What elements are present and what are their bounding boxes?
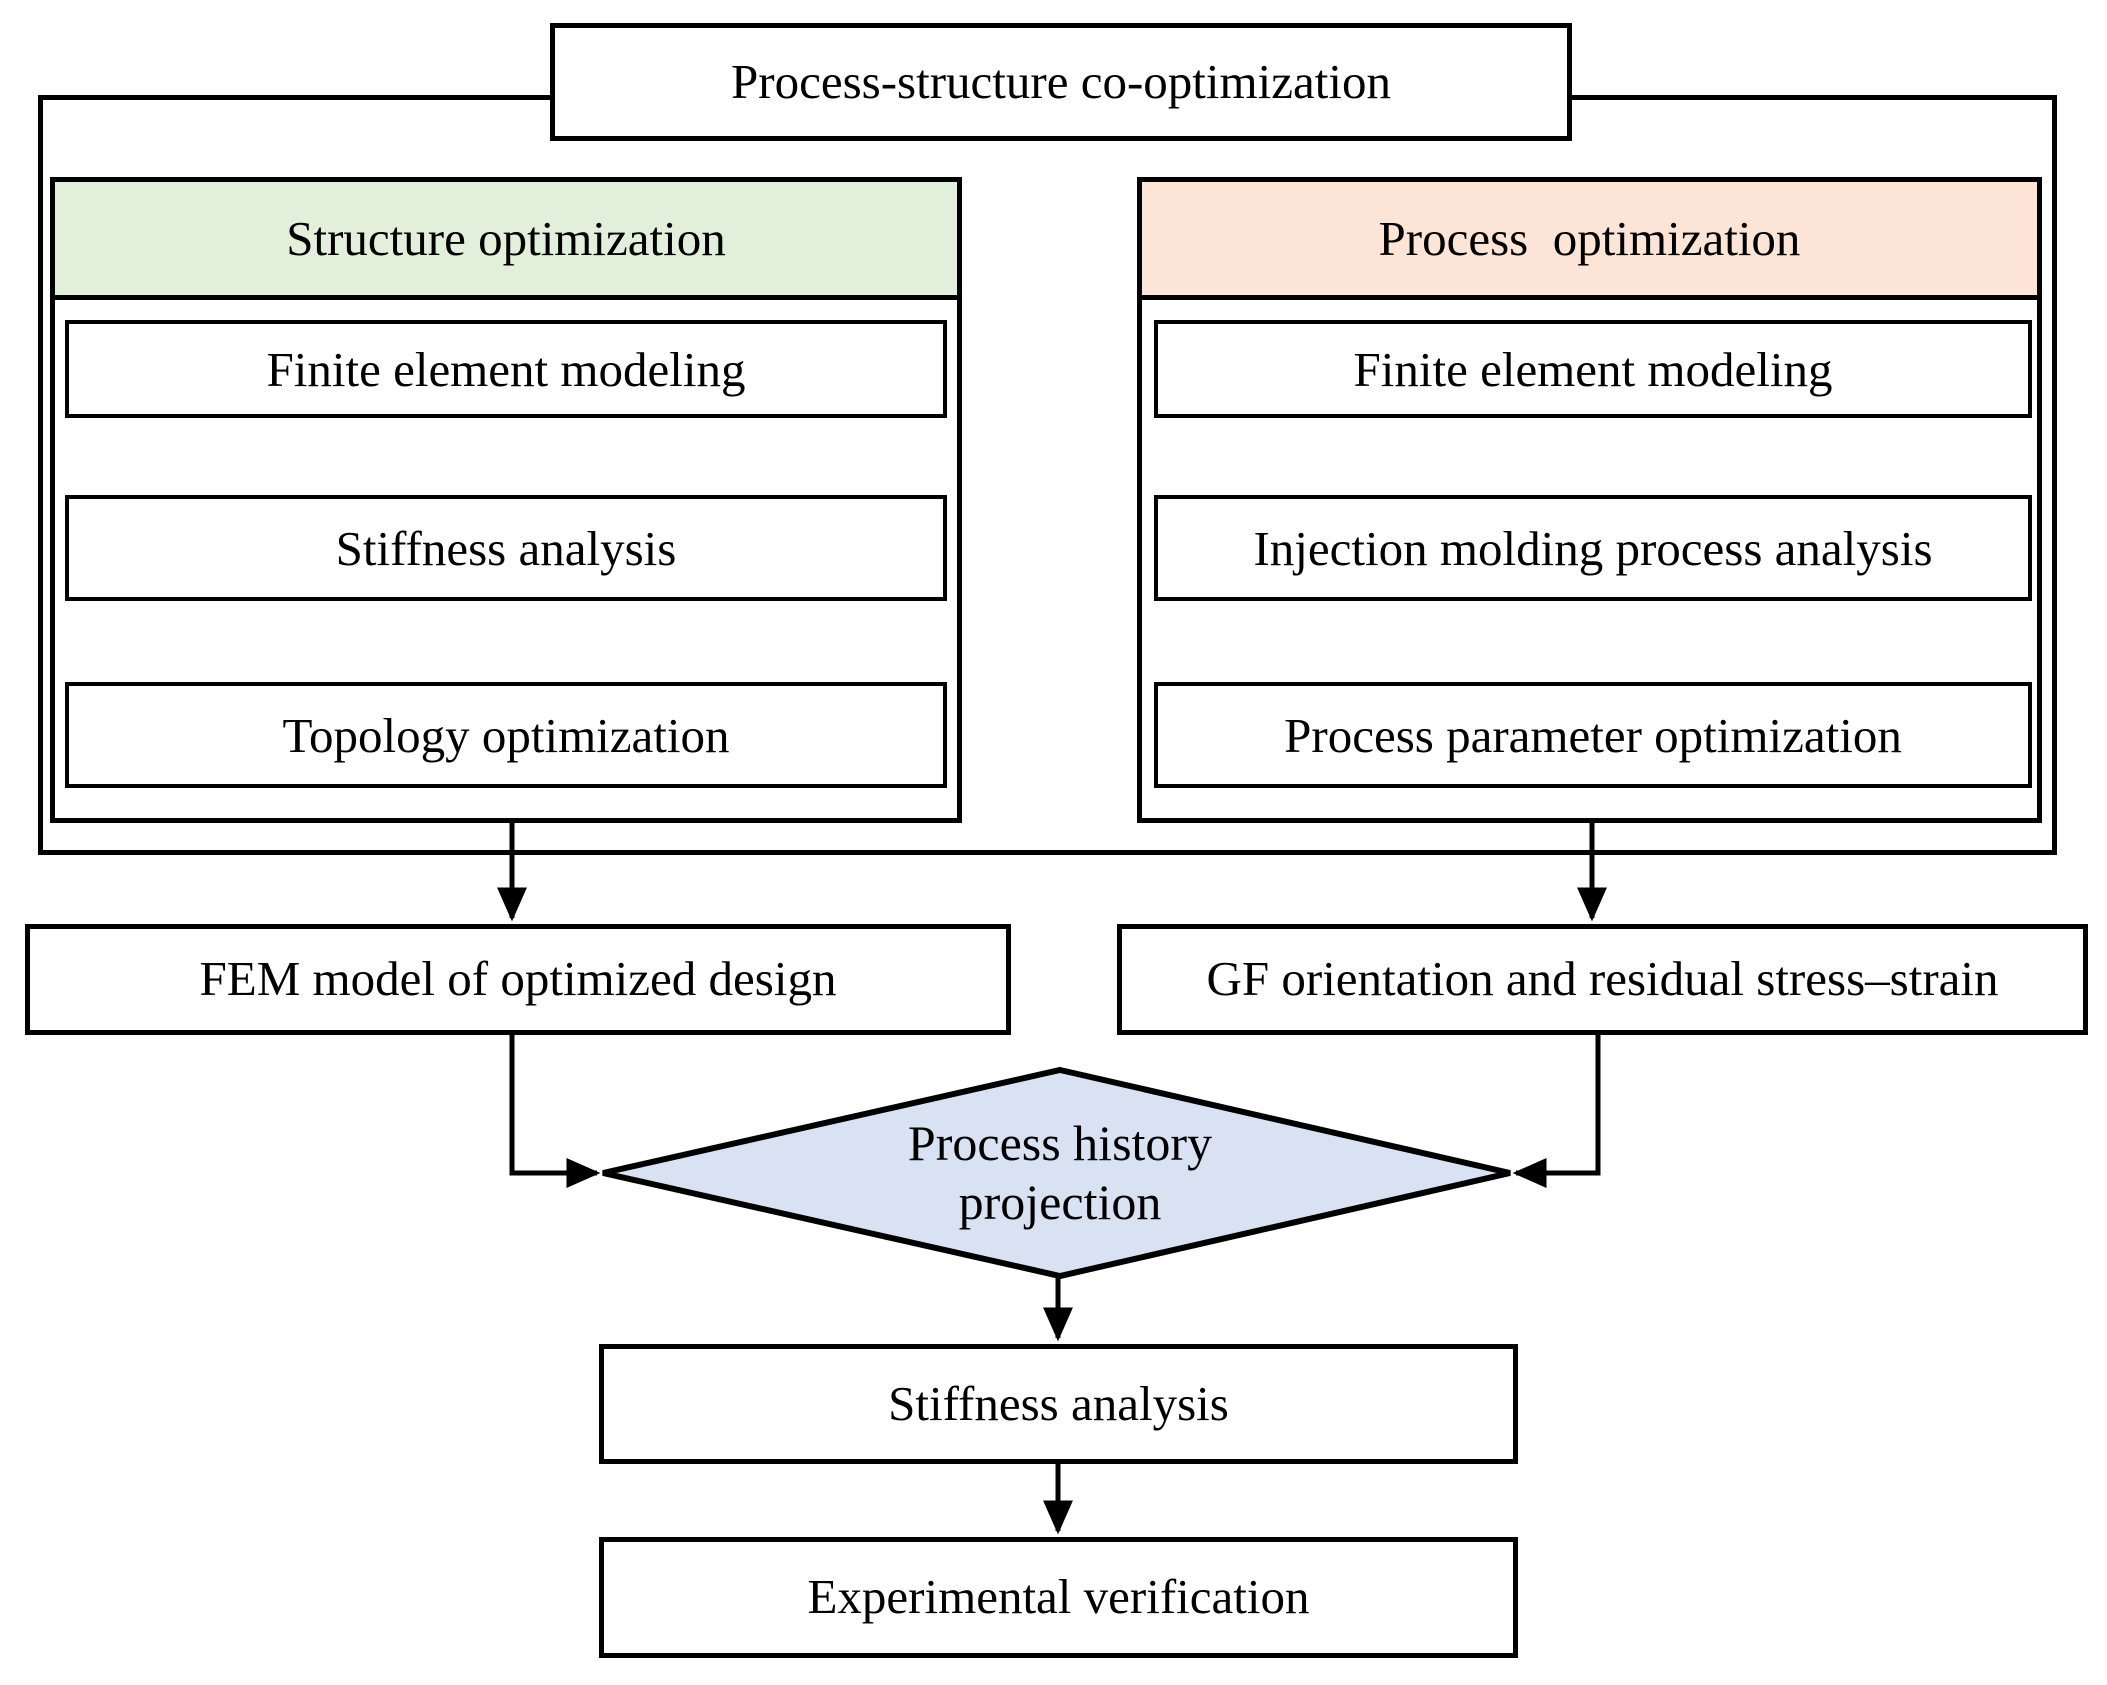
elbow-arrow-gf-result-to-decision — [1512, 1035, 1601, 1188]
process-step-parameter-optimization: Process parameter optimization — [1154, 682, 2032, 788]
gf-orientation-result-box: GF orientation and residual stress–strai… — [1117, 924, 2088, 1035]
process-optimization-panel: Process optimization Finite element mode… — [1137, 177, 2042, 823]
process-panel-header: Process optimization — [1142, 182, 2037, 300]
structure-step-finite-element-modeling: Finite element modeling — [65, 320, 947, 418]
decision-diamond-shape — [602, 1066, 1511, 1280]
process-step-finite-element-modeling: Finite element modeling — [1154, 320, 2032, 418]
experimental-verification-box: Experimental verification — [599, 1537, 1518, 1658]
page-title: Process-structure co-optimization — [550, 23, 1572, 141]
structure-step-topology-optimization: Topology optimization — [65, 682, 947, 788]
fem-model-result-box: FEM model of optimized design — [25, 924, 1011, 1035]
structure-panel-header: Structure optimization — [55, 182, 957, 300]
structure-step-stiffness-analysis: Stiffness analysis — [65, 495, 947, 601]
process-step-injection-molding-analysis: Injection molding process analysis — [1154, 495, 2032, 601]
decision-process-history-projection: Process history projection — [907, 1115, 1213, 1230]
elbow-arrow-fem-result-to-decision — [509, 1035, 601, 1188]
final-stiffness-analysis-box: Stiffness analysis — [599, 1344, 1518, 1464]
structure-optimization-panel: Structure optimization Finite element mo… — [50, 177, 962, 823]
